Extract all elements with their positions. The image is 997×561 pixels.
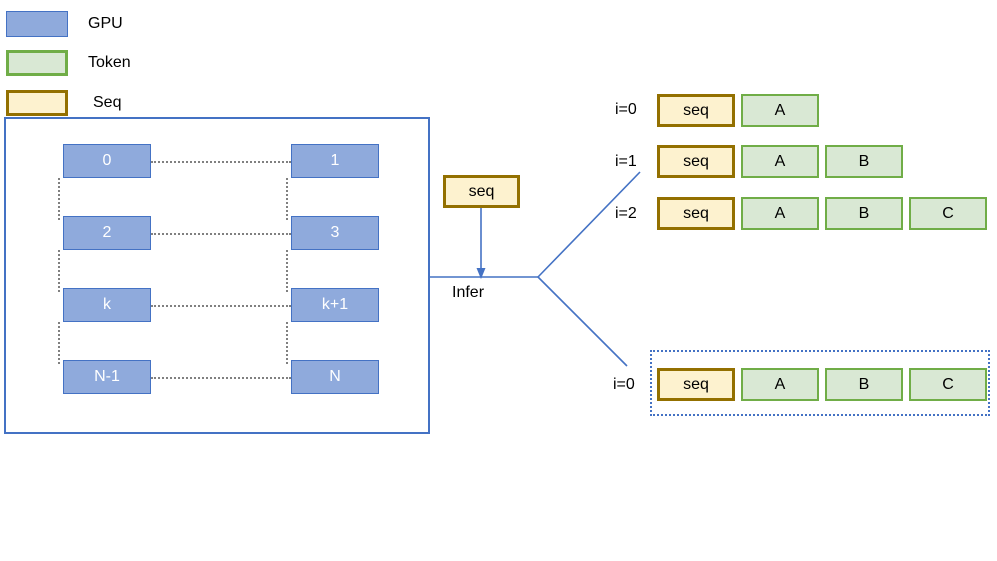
gpu-connector-horizontal-row3 — [151, 377, 291, 379]
row-label-i1: i=1 — [615, 153, 637, 170]
gpu-node-2[interactable]: 2 — [63, 216, 151, 250]
batched-row-label: i=0 — [613, 376, 635, 393]
seq-input-box[interactable]: seq — [443, 175, 520, 208]
gpu-node-3[interactable]: 3 — [291, 216, 379, 250]
gpu-connector-vertical-right-k1-n — [286, 322, 288, 364]
gpu-node-k[interactable]: k — [63, 288, 151, 322]
gpu-connector-vertical-left-0-2 — [58, 178, 60, 220]
branch-line-lower — [537, 276, 628, 367]
gpu-connector-vertical-right-3-k1 — [286, 250, 288, 292]
batched-row-token-a[interactable]: A — [741, 368, 819, 401]
row-label-i2: i=2 — [615, 205, 637, 222]
row-i1-token-a[interactable]: A — [741, 145, 819, 178]
row-i2-seq-box[interactable]: seq — [657, 197, 735, 230]
legend-swatch-gpu — [6, 11, 68, 37]
row-i2-token-c[interactable]: C — [909, 197, 987, 230]
gpu-connector-vertical-left-2-k — [58, 250, 60, 292]
row-i0-token-a[interactable]: A — [741, 94, 819, 127]
row-i1-seq-box[interactable]: seq — [657, 145, 735, 178]
gpu-cluster-container: 0 1 2 3 k k+1 N-1 N — [4, 117, 430, 434]
batched-row-seq-box[interactable]: seq — [657, 368, 735, 401]
gpu-node-n-minus-1[interactable]: N-1 — [63, 360, 151, 394]
infer-label: Infer — [452, 284, 485, 301]
row-i2-token-a[interactable]: A — [741, 197, 819, 230]
arrow-head-down-icon — [476, 268, 486, 279]
legend-swatch-seq — [6, 90, 68, 116]
gpu-connector-horizontal-row2 — [151, 305, 291, 307]
row-i1-token-b[interactable]: B — [825, 145, 903, 178]
gpu-connector-horizontal-row0 — [151, 161, 291, 163]
batched-row-token-c[interactable]: C — [909, 368, 987, 401]
row-label-i0: i=0 — [615, 101, 637, 118]
branch-line-upper — [537, 171, 641, 278]
gpu-connector-vertical-left-k-n1 — [58, 322, 60, 364]
gpu-node-n[interactable]: N — [291, 360, 379, 394]
legend-label-gpu: GPU — [88, 15, 123, 32]
gpu-node-1[interactable]: 1 — [291, 144, 379, 178]
legend-swatch-token — [6, 50, 68, 76]
batched-row-token-b[interactable]: B — [825, 368, 903, 401]
gpu-connector-horizontal-row1 — [151, 233, 291, 235]
row-i2-token-b[interactable]: B — [825, 197, 903, 230]
gpu-node-0[interactable]: 0 — [63, 144, 151, 178]
legend-label-seq: Seq — [93, 94, 122, 111]
legend-label-token: Token — [88, 54, 131, 71]
row-i0-seq-box[interactable]: seq — [657, 94, 735, 127]
gpu-connector-vertical-right-1-3 — [286, 178, 288, 220]
gpu-node-k-plus-1[interactable]: k+1 — [291, 288, 379, 322]
